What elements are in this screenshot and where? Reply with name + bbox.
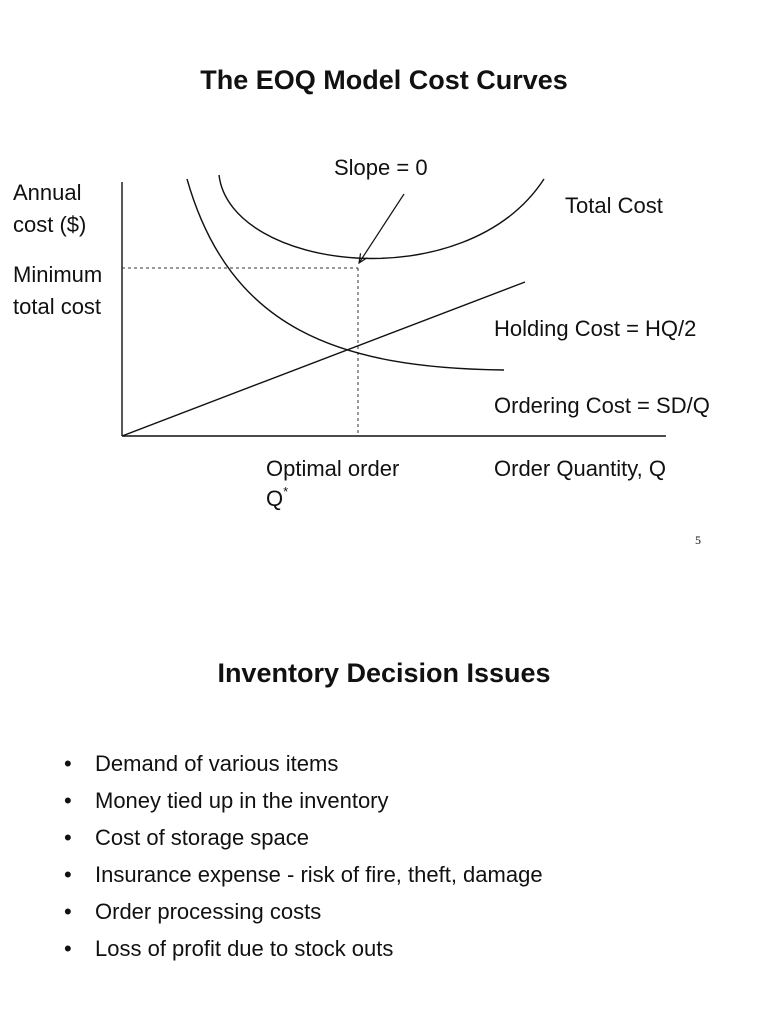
slope-label: Slope = 0: [334, 155, 428, 180]
list-item: • Money tied up in the inventory: [62, 782, 543, 819]
slope-arrow: [359, 193, 405, 263]
list-item: • Loss of profit due to stock outs: [62, 930, 543, 967]
eoq-slide-title: The EOQ Model Cost Curves: [200, 65, 568, 95]
q-star-superscript: *: [283, 484, 288, 499]
optimal-order-label: Optimal order: [266, 456, 399, 481]
q-star-label: Q*: [266, 484, 288, 511]
holding-cost-label: Holding Cost = HQ/2: [494, 316, 696, 341]
list-item-text: Cost of storage space: [95, 825, 310, 850]
ordering-cost-label: Ordering Cost = SD/Q: [494, 393, 710, 418]
list-item: • Cost of storage space: [62, 819, 543, 856]
bullet-icon: •: [64, 862, 72, 887]
list-item-text: Money tied up in the inventory: [95, 788, 389, 813]
list-item-text: Loss of profit due to stock outs: [95, 936, 394, 961]
y-axis-label-line1: Annual: [13, 180, 82, 205]
minimum-cost-label-line1: Minimum: [13, 262, 102, 287]
y-axis-label-line2: cost ($): [13, 212, 86, 237]
bullet-icon: •: [64, 788, 72, 813]
total-cost-label: Total Cost: [565, 193, 663, 218]
q-star-base: Q: [266, 486, 283, 511]
x-axis-label: Order Quantity, Q: [494, 456, 666, 481]
bullet-icon: •: [64, 751, 72, 776]
list-item-text: Insurance expense - risk of fire, theft,…: [95, 862, 543, 887]
list-item-text: Order processing costs: [95, 899, 322, 924]
ordering-cost-curve: [186, 178, 505, 371]
total-cost-curve: [218, 174, 545, 260]
eoq-cost-chart: Annual cost ($) Minimum total cost Slope…: [13, 155, 710, 547]
inventory-slide-title: Inventory Decision Issues: [217, 658, 551, 688]
bullet-icon: •: [64, 936, 72, 961]
list-item: • Insurance expense - risk of fire, theft…: [62, 856, 543, 893]
holding-cost-line: [121, 281, 526, 437]
list-item-text: Demand of various items: [95, 751, 339, 776]
minimum-cost-label-line2: total cost: [13, 294, 101, 319]
list-item: • Demand of various items: [62, 745, 543, 782]
bullet-icon: •: [64, 825, 72, 850]
decision-issues-list: • Demand of various items • Money tied up …: [62, 745, 543, 967]
list-item: • Order processing costs: [62, 893, 543, 930]
bullet-icon: •: [64, 899, 72, 924]
page-number: 5: [695, 533, 701, 547]
